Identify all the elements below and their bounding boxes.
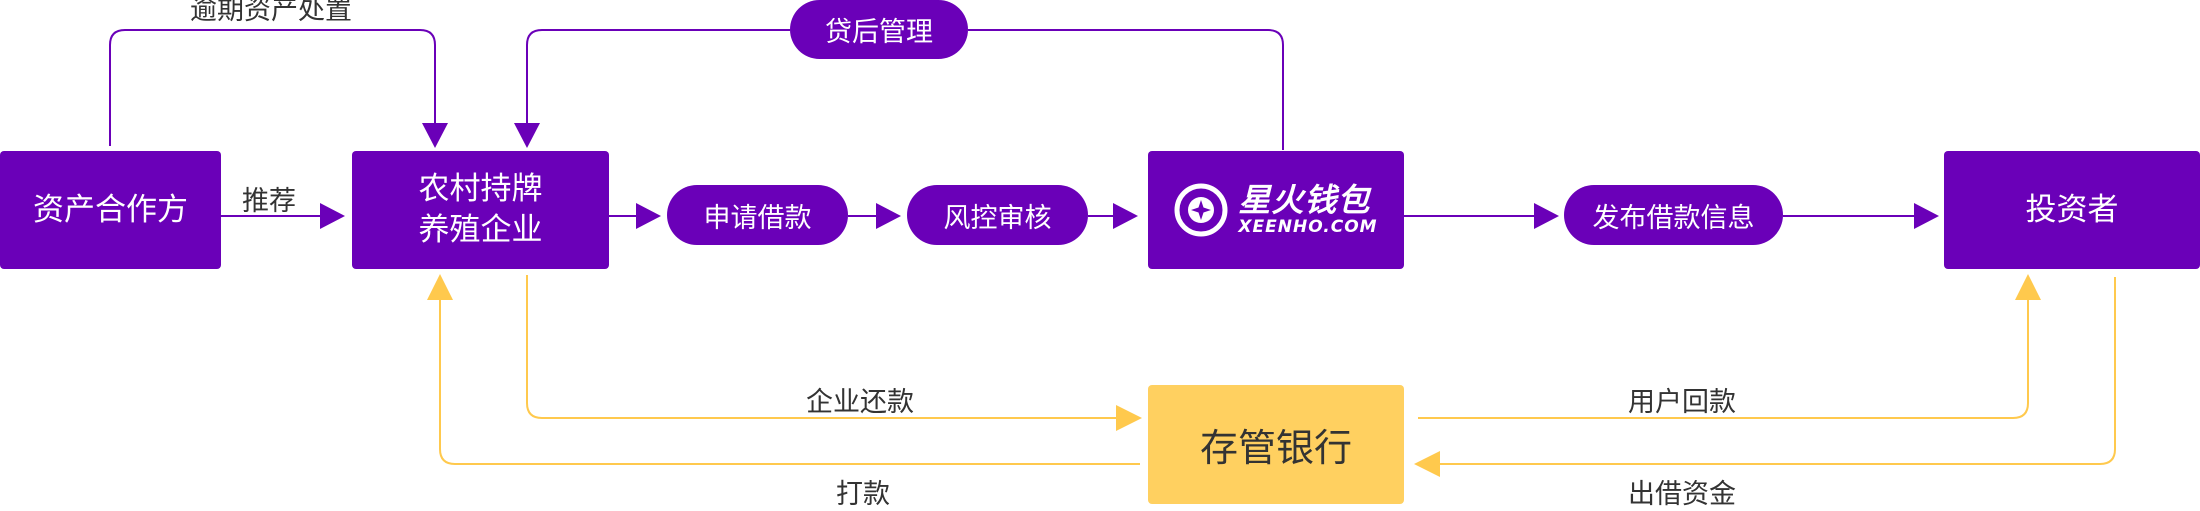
custodian-bank-box: 存管银行 <box>1148 385 1404 504</box>
apply-loan-pill: 申请借款 <box>667 185 848 245</box>
lend-funds-line <box>1440 277 2116 465</box>
overdue-loop-line <box>109 29 436 146</box>
risk-arrowhead <box>876 203 901 229</box>
recommend-arrowhead <box>320 203 345 229</box>
investor-box: 投资者 <box>1944 151 2200 269</box>
platform-arrowhead <box>1113 203 1138 229</box>
publish-info-label: 发布借款信息 <box>1592 202 1755 234</box>
asset-partner-box: 资产合作方 <box>0 151 221 269</box>
disburse-arrowhead <box>427 274 453 300</box>
asset-partner-label: 资产合作方 <box>33 191 188 228</box>
lend-funds-arrowhead <box>1414 451 1440 477</box>
post-loan-arrowhead <box>514 123 540 148</box>
enterprise-repay-label: 企业还款 <box>806 387 914 418</box>
user-repay-label: 用户回款 <box>1628 387 1736 418</box>
post-loan-line-right <box>968 29 1284 150</box>
publish-arrowhead <box>1534 203 1559 229</box>
post-loan-pill: 贷后管理 <box>790 0 968 59</box>
xeenho-logo-name: 星火钱包 <box>1238 181 1371 219</box>
recommend-label: 推荐 <box>242 186 296 217</box>
publish-info-pill: 发布借款信息 <box>1564 185 1783 245</box>
investor-arrowhead <box>1914 203 1939 229</box>
overdue-disposal-label: 逾期资产处置 <box>190 0 352 26</box>
xeenho-logo-icon <box>1174 183 1228 237</box>
risk-review-pill: 风控审核 <box>907 185 1088 245</box>
xeenho-platform-box: 星火钱包 XEENHO.COM <box>1148 151 1404 269</box>
enterprise-label-line1: 农村持牌 <box>418 171 543 207</box>
xeenho-logo-domain: XEENHO.COM <box>1238 217 1378 237</box>
user-repay-line <box>1418 300 2029 419</box>
post-loan-label: 贷后管理 <box>825 17 933 48</box>
custodian-bank-label: 存管银行 <box>1199 426 1352 470</box>
risk-review-label: 风控审核 <box>943 202 1052 234</box>
apply-arrowhead <box>636 203 661 229</box>
disburse-label: 打款 <box>836 479 890 510</box>
enterprise-label-line2: 养殖企业 <box>418 212 543 248</box>
disburse-line <box>439 300 1140 465</box>
rural-enterprise-box: 农村持牌 养殖企业 <box>352 151 609 269</box>
overdue-arrowhead <box>422 123 448 148</box>
lend-funds-label: 出借资金 <box>1628 479 1736 510</box>
post-loan-line-left <box>526 29 790 123</box>
user-repay-arrowhead <box>2015 274 2041 300</box>
investor-label: 投资者 <box>2025 191 2119 228</box>
repay-line <box>526 275 1118 419</box>
apply-loan-label: 申请借款 <box>703 202 812 234</box>
repay-arrowhead <box>1116 405 1142 431</box>
